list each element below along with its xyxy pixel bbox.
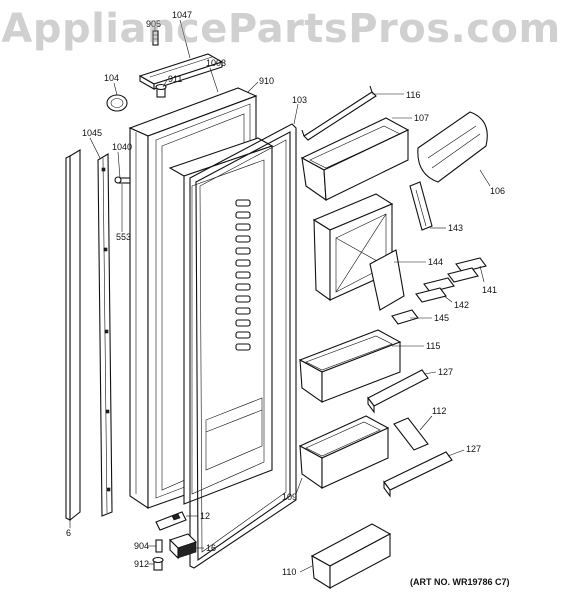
callout-144: 144: [428, 257, 443, 267]
part-6-side-trim: [65, 149, 81, 522]
callout-112: 112: [432, 406, 446, 416]
callout-107: 107: [414, 113, 429, 123]
part-904-pin: [155, 539, 163, 553]
liner-bottom-pocket: [205, 397, 263, 471]
callout-127-lower: 127: [466, 444, 481, 454]
callout-109: 109: [282, 492, 297, 502]
callout-116: 116: [406, 90, 420, 100]
part-127-guard-upper: [367, 369, 429, 414]
part-103-gasket: [189, 123, 297, 569]
part-142-clips: [415, 277, 455, 303]
part-109-lower-bin: [298, 415, 390, 490]
part-127-guard-lower: [383, 451, 453, 498]
callout-553: 553: [116, 232, 131, 242]
part-141-clips: [447, 257, 487, 283]
callout-904: 904: [134, 541, 149, 551]
part-104-plug: [106, 94, 128, 112]
part-905-screw: [152, 30, 159, 46]
callout-145: 145: [434, 313, 449, 323]
part-115-middle-bin: [298, 329, 402, 404]
part-12-hinge: [155, 511, 187, 531]
callout-912: 912: [134, 559, 149, 569]
part-145-latch: [391, 309, 419, 325]
callout-16: 16: [206, 543, 216, 553]
part-910-inner-liner: [168, 137, 274, 505]
part-1047-top-cap: [138, 53, 224, 90]
callout-911: 911: [168, 74, 182, 84]
callout-110: 110: [282, 567, 296, 577]
part-16-hinge-block: [168, 533, 198, 560]
callout-143: 143: [448, 223, 463, 233]
callout-115: 115: [426, 341, 440, 351]
part-144-module: [312, 193, 405, 311]
part-106-cover: [417, 111, 488, 183]
part-143-bracket: [409, 181, 433, 231]
callout-1045: 1045: [82, 128, 102, 138]
part-116-rail: [301, 85, 377, 141]
callout-905: 905: [146, 19, 161, 29]
callout-6: 6: [66, 528, 71, 538]
part-1040-screw: [114, 176, 131, 184]
callout-910: 910: [259, 76, 274, 86]
callout-1047: 1047: [172, 10, 192, 20]
callout-12: 12: [200, 511, 210, 521]
callout-106: 106: [490, 186, 505, 196]
callout-127-upper: 127: [438, 367, 453, 377]
callout-141: 141: [482, 285, 497, 295]
part-1045-trim-channel: [97, 153, 113, 517]
part-110-bottom-bin: [310, 523, 392, 589]
part-911-bushing: [155, 83, 167, 98]
liner-shelf-dimples: [235, 199, 251, 351]
art-number: (ART NO. WR19786 C7): [410, 577, 510, 587]
part-107-upper-bin: [300, 117, 410, 202]
part-912-bushing: [152, 556, 164, 571]
part-112-divider: [393, 417, 429, 451]
callout-142: 142: [454, 300, 469, 310]
callout-1003: 1003: [206, 58, 226, 68]
callout-104: 104: [104, 73, 119, 83]
leader-lines: [69, 19, 491, 573]
callout-103: 103: [292, 95, 307, 105]
callout-1040: 1040: [112, 142, 132, 152]
